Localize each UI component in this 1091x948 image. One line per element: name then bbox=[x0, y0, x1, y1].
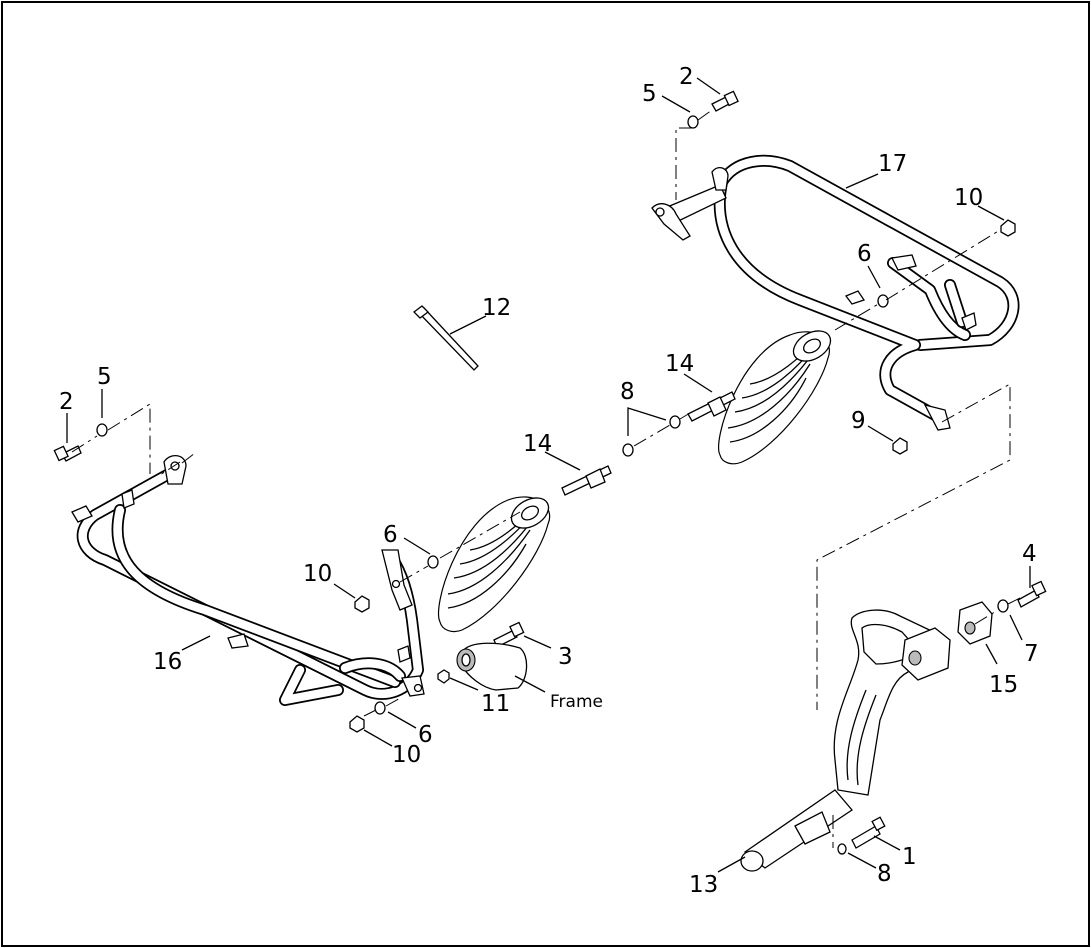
callout-15: 15 bbox=[989, 672, 1018, 698]
callout-10-bottom: 10 bbox=[392, 742, 421, 768]
fastener-parts bbox=[53, 90, 1047, 855]
callout-labels: 2 5 17 10 6 12 14 8 9 14 2 5 6 10 3 16 1… bbox=[59, 64, 1039, 898]
callout-6-right: 6 bbox=[857, 241, 872, 267]
callout-6-left: 6 bbox=[383, 522, 398, 548]
callout-2-right: 2 bbox=[679, 64, 694, 90]
callout-12: 12 bbox=[482, 295, 511, 321]
callout-5-right: 5 bbox=[642, 81, 657, 107]
callout-17: 17 bbox=[878, 151, 907, 177]
callout-16: 16 bbox=[153, 649, 182, 675]
callout-3: 3 bbox=[558, 644, 573, 670]
callout-7: 7 bbox=[1024, 641, 1039, 667]
callout-4: 4 bbox=[1022, 541, 1037, 567]
callout-14-lower: 14 bbox=[523, 431, 552, 457]
saddlebag-rail-right bbox=[651, 154, 1020, 431]
callout-8-lower: 8 bbox=[877, 861, 892, 887]
leader-lines bbox=[66, 77, 1031, 873]
assembly-lines bbox=[71, 109, 1021, 848]
callout-5-left: 5 bbox=[97, 364, 112, 390]
saddlebag-rail-left bbox=[71, 455, 425, 706]
frame-label: Frame bbox=[550, 692, 603, 712]
callout-6-bottom: 6 bbox=[418, 722, 433, 748]
passenger-footpeg bbox=[740, 601, 993, 872]
callout-2-left: 2 bbox=[59, 389, 74, 415]
callout-9: 9 bbox=[851, 408, 866, 434]
callout-11: 11 bbox=[481, 691, 510, 717]
callout-10-left: 10 bbox=[303, 561, 332, 587]
callout-13: 13 bbox=[689, 872, 718, 898]
callout-8-upper: 8 bbox=[620, 379, 635, 405]
callout-10-right: 10 bbox=[954, 185, 983, 211]
shock-absorber-lower bbox=[438, 496, 551, 633]
callout-14-upper: 14 bbox=[665, 351, 694, 377]
callout-1: 1 bbox=[902, 844, 917, 870]
shock-absorber-upper bbox=[718, 330, 832, 465]
